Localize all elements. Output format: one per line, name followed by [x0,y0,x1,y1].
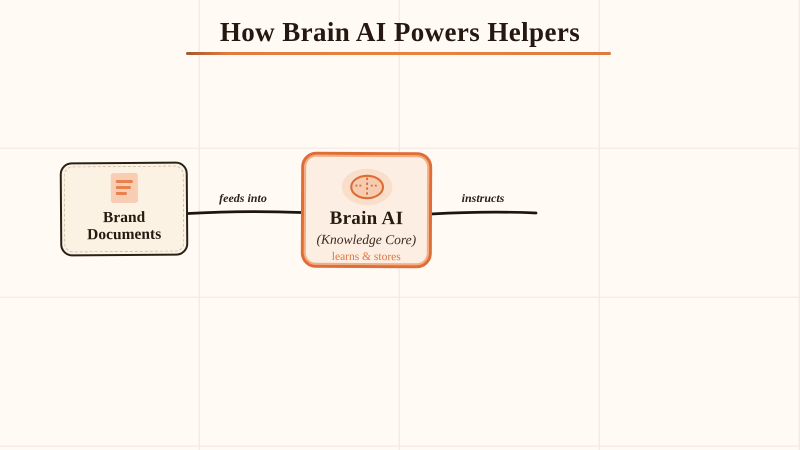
page-title: How Brain AI Powers Helpers [219,17,581,47]
node-brain-ai-subtitle: (Knowledge Core) [316,231,417,248]
connector-label-feeds-into: feeds into [219,191,267,205]
node-brain-ai[interactable]: Brain AI (Knowledge Core) learns & store… [300,151,433,269]
title-block: How Brain AI Powers Helpers [0,16,800,48]
brain-icon [341,168,392,206]
connector-instructs-line [429,210,538,216]
connector-feeds-into-line [186,210,303,215]
node-brain-ai-title: Brain AI [329,207,404,230]
node-brain-ai-caption: learns & stores [331,250,401,264]
title-underline [186,52,611,55]
connector-label-instructs: instructs [461,191,505,205]
node-brand-documents[interactable]: Brand Documents [59,161,189,257]
document-icon [110,172,138,204]
node-brand-documents-label: Brand Documents [87,208,162,244]
